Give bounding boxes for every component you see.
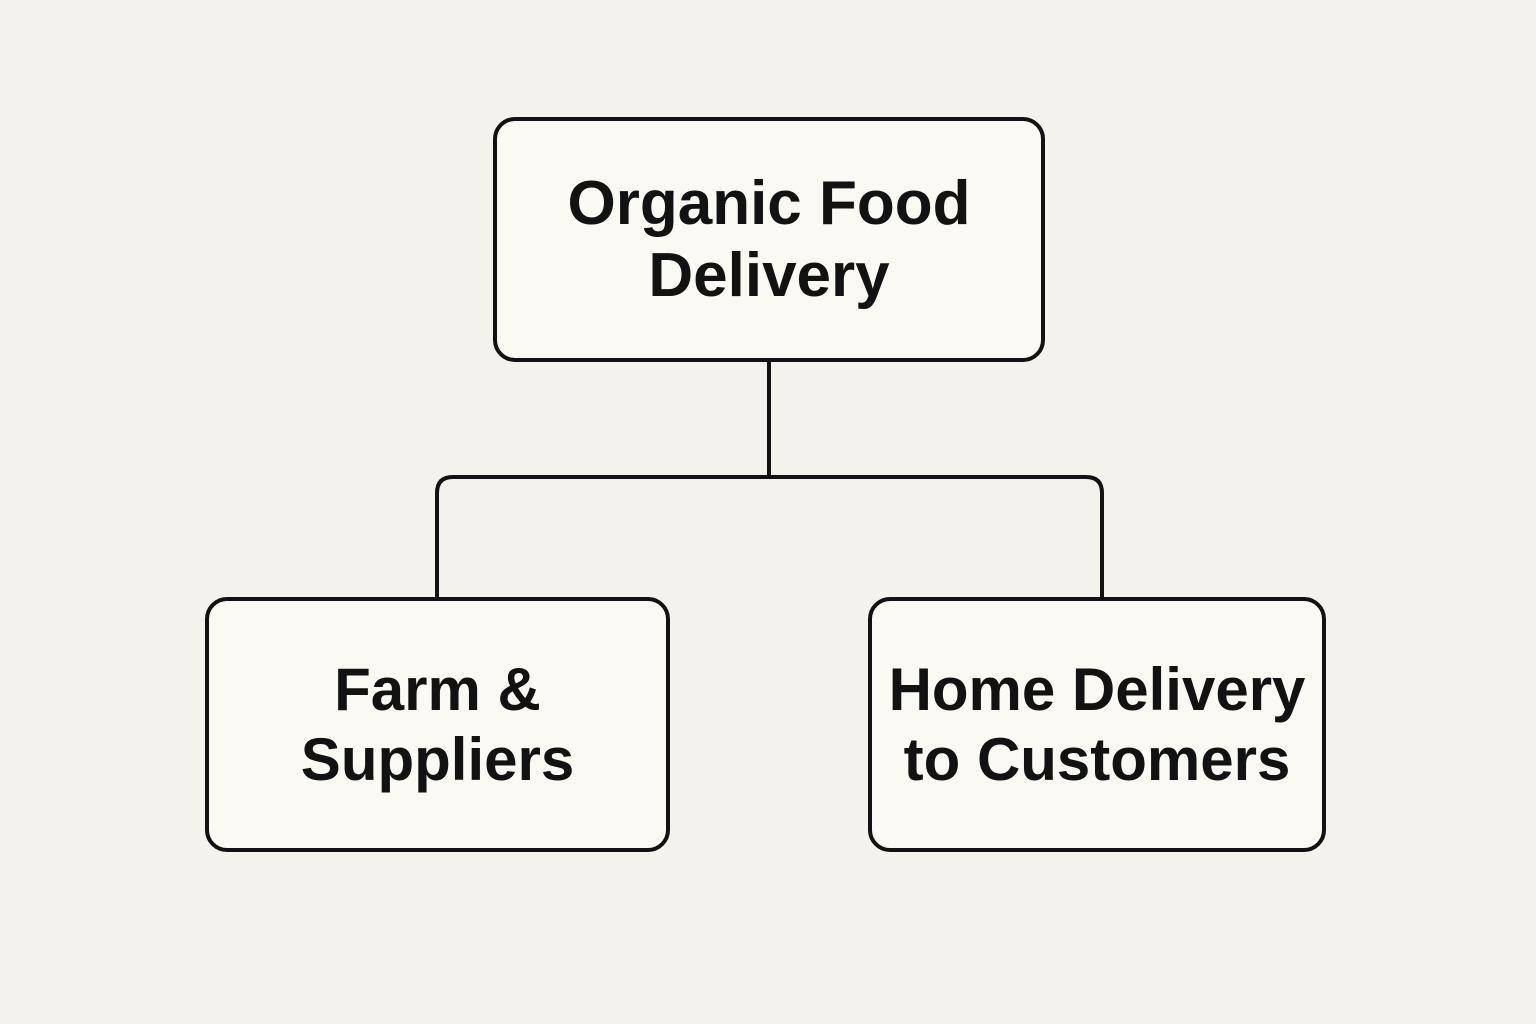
node-label-line: Home Delivery <box>888 655 1306 723</box>
node-label-line: Delivery <box>648 240 890 310</box>
node-label-line: to Customers <box>903 725 1291 793</box>
node-label-line: Organic Food <box>567 168 971 238</box>
node-farm-suppliers: Farm & Suppliers <box>205 597 670 852</box>
node-label: Home Delivery to Customers <box>889 655 1306 794</box>
edge-branch-to-children <box>435 475 1104 597</box>
node-label: Organic Food Delivery <box>568 168 971 312</box>
node-home-delivery-to-customers: Home Delivery to Customers <box>868 597 1326 852</box>
node-label-line: Suppliers <box>300 725 575 793</box>
node-label-line: Farm & <box>334 655 541 723</box>
node-label: Farm & Suppliers <box>301 655 574 794</box>
node-organic-food-delivery: Organic Food Delivery <box>493 117 1045 362</box>
